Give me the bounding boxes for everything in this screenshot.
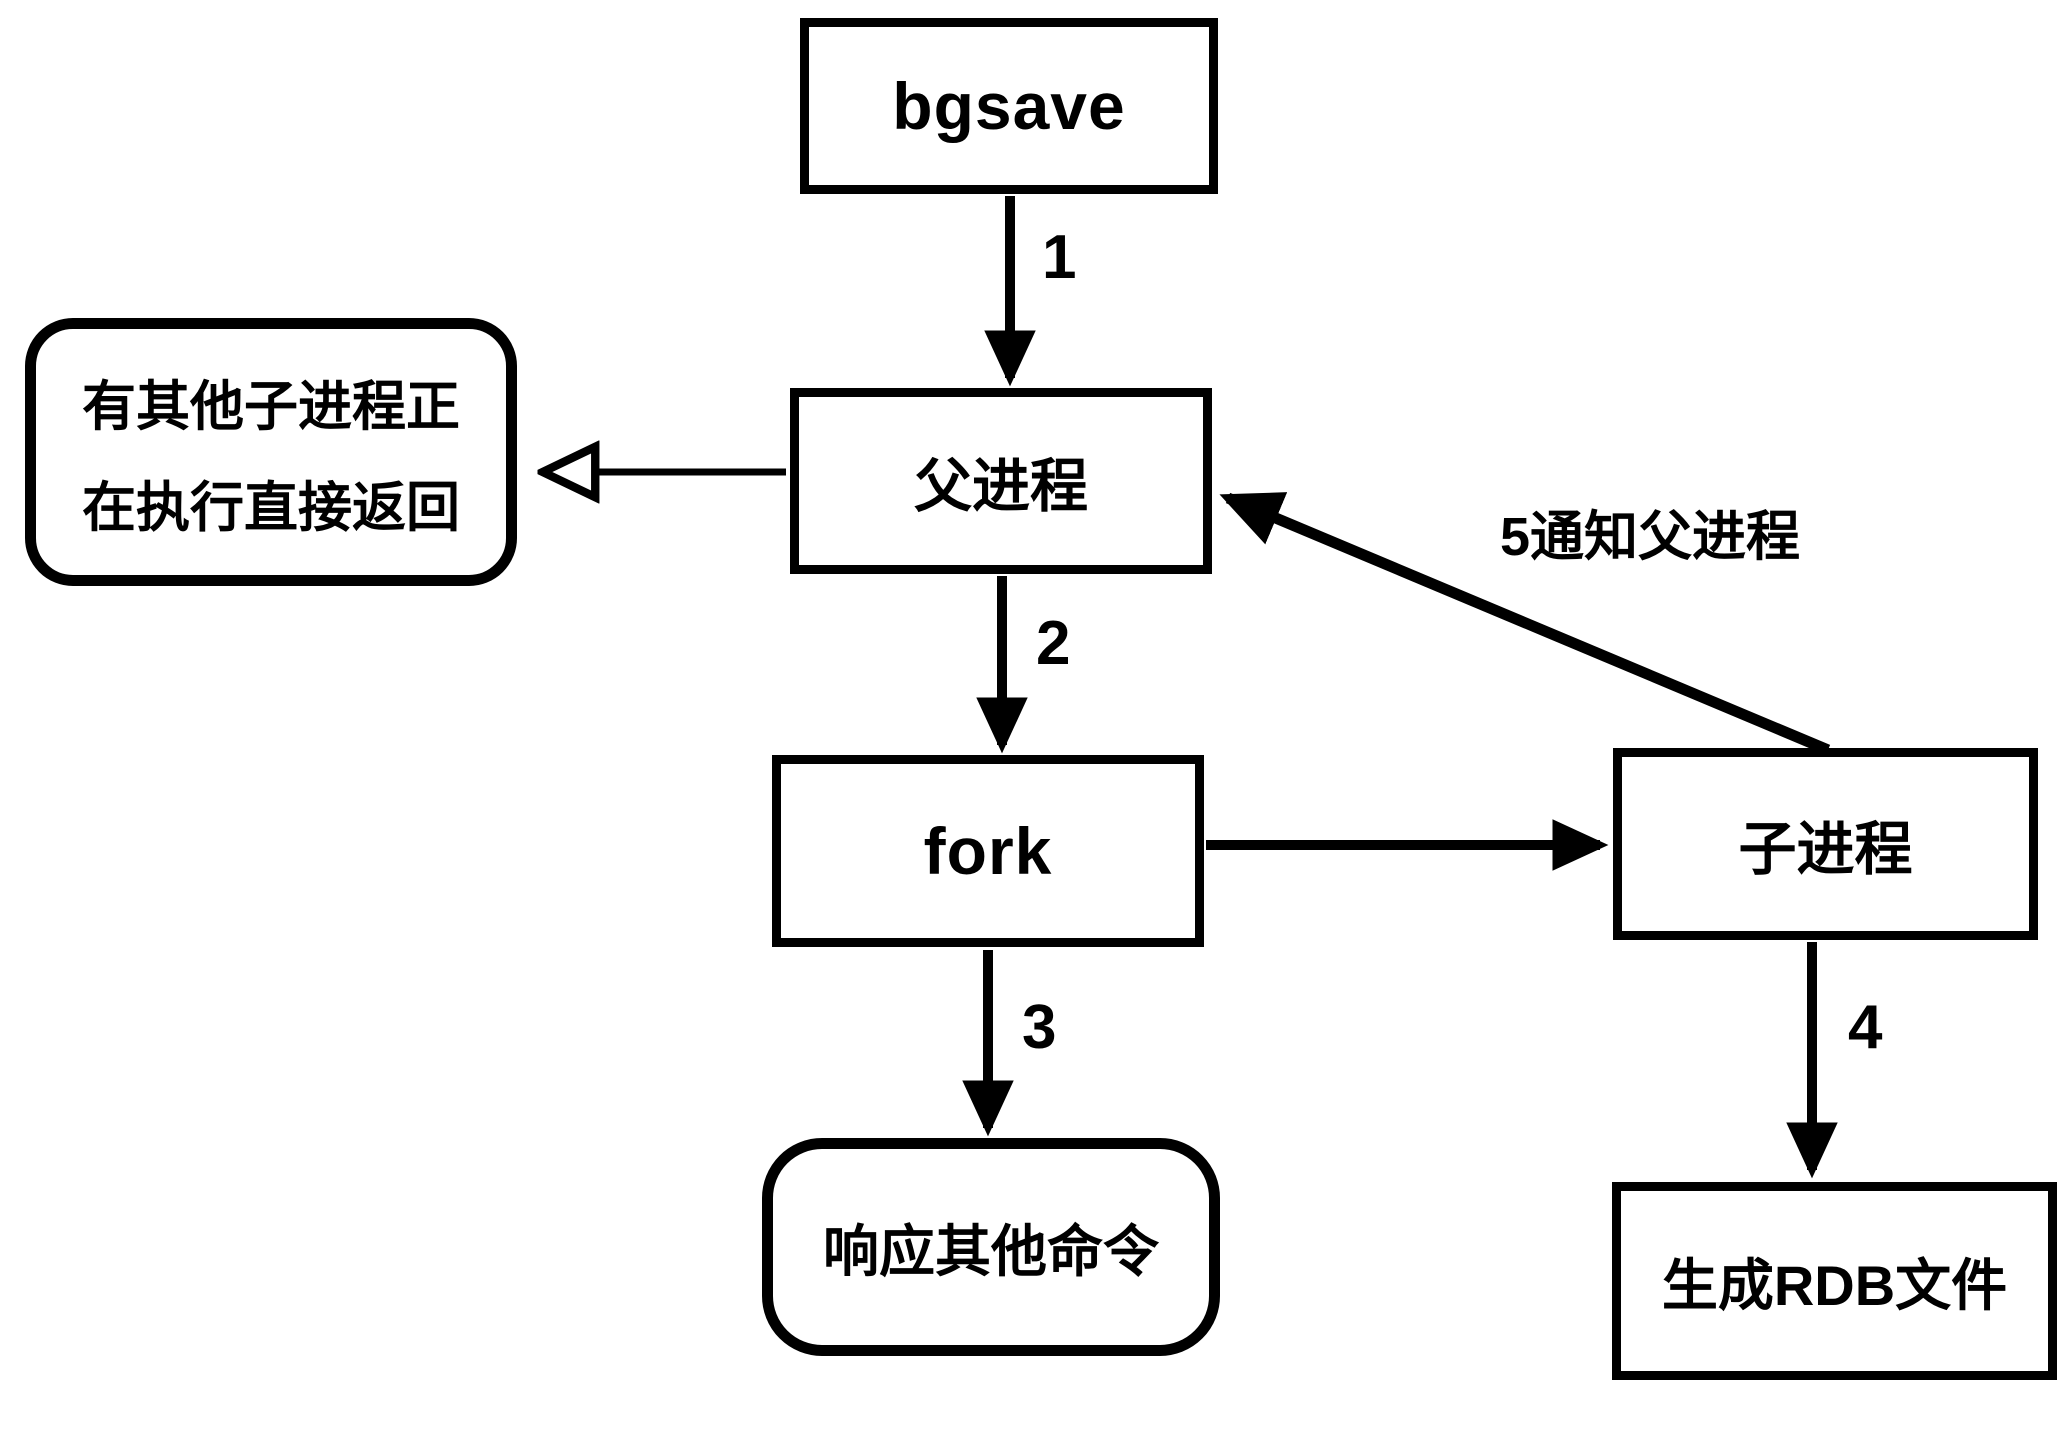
edge-label-step1: 1 — [1042, 223, 1077, 292]
node-bgsave: bgsave — [800, 18, 1218, 194]
node-parent-process: 父进程 — [790, 388, 1212, 574]
edge-label-step5: 5通知父进程 — [1500, 507, 1801, 567]
edge-label-step2: 2 — [1036, 609, 1071, 678]
node-respond-commands-label: 响应其他命令 — [823, 1219, 1159, 1283]
node-return-note-line2: 在执行直接返回 — [82, 478, 460, 538]
node-child-process: 子进程 — [1613, 748, 2038, 940]
node-bgsave-label: bgsave — [892, 69, 1126, 143]
node-fork-label: fork — [923, 814, 1053, 888]
node-return-note-text: 有其他子进程正 在执行直接返回 — [82, 362, 460, 542]
node-parent-process-label: 父进程 — [913, 454, 1088, 519]
edge-label-step4: 4 — [1848, 993, 1883, 1062]
node-respond-commands: 响应其他命令 — [762, 1138, 1220, 1356]
node-fork: fork — [772, 755, 1204, 947]
node-return-note: 有其他子进程正 在执行直接返回 — [25, 318, 517, 586]
edge-label-step3: 3 — [1022, 993, 1057, 1062]
node-generate-rdb: 生成RDB文件 — [1612, 1182, 2057, 1380]
node-generate-rdb-label: 生成RDB文件 — [1661, 1253, 2008, 1317]
node-child-process-label: 子进程 — [1738, 817, 1913, 882]
node-return-note-line1: 有其他子进程正 — [82, 377, 460, 437]
